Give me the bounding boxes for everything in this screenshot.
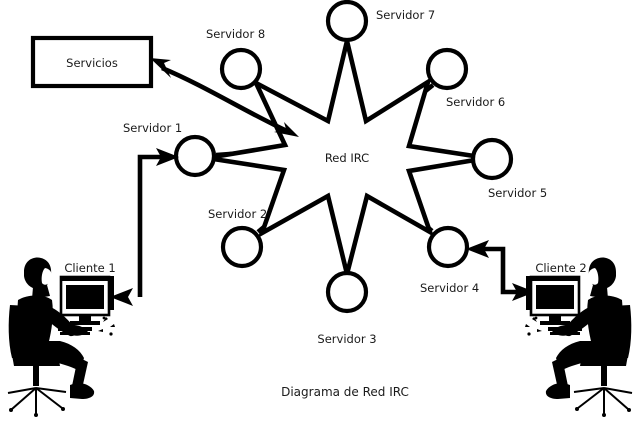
cliente-2-group[interactable] (525, 257, 633, 417)
node-servidor-4[interactable] (426, 225, 470, 269)
node-servidor-5[interactable] (470, 137, 514, 181)
cliente2-link-path (477, 246, 521, 295)
cliente1-link-path (137, 154, 167, 297)
node-servidor-3[interactable] (325, 270, 369, 314)
cliente2-arrowhead (512, 283, 535, 301)
label-servidor-5: Servidor 5 (488, 186, 547, 200)
cliente-1-person (8, 257, 95, 399)
node-servidor-6[interactable] (425, 47, 469, 91)
node-servidor-2[interactable] (220, 225, 264, 269)
red-irc-label: Red IRC (325, 151, 369, 165)
cliente1-servidor1-link (110, 148, 179, 306)
cliente-2-chair-base (573, 387, 633, 414)
servidor4-cliente2-link (466, 240, 535, 301)
label-cliente-1: Cliente 1 (64, 261, 115, 275)
network-arrowhead (274, 122, 299, 137)
label-servidor-7: Servidor 7 (376, 8, 435, 22)
servicios-link-curve (161, 65, 288, 134)
servicios-network-link (150, 58, 299, 137)
node-servidor-8[interactable] (219, 47, 263, 91)
cliente-1-group[interactable]: Cliente 1 (7, 257, 116, 417)
diagram-title: Diagrama de Red IRC (281, 385, 409, 399)
cliente-2-person (545, 257, 632, 399)
cliente-1-chair-base (7, 387, 67, 414)
servicios-box[interactable] (30, 35, 154, 89)
cliente-2-monitor (526, 275, 581, 325)
servicios-arrowhead (150, 58, 171, 78)
label-servidor-6: Servidor 6 (446, 95, 505, 109)
cliente-2-chair-casters (575, 407, 631, 417)
label-servidor-3: Servidor 3 (317, 332, 376, 346)
cliente-1-chair-casters (9, 407, 65, 417)
servidor4-arrowhead (466, 240, 489, 258)
servicios-label: Servicios (66, 56, 118, 70)
label-servidor-2: Servidor 2 (208, 207, 267, 221)
label-servidor-1: Servidor 1 (123, 121, 182, 135)
node-servidor-1[interactable] (173, 134, 217, 178)
label-cliente-2: Cliente 2 (535, 261, 586, 275)
servidor1-arrowhead (156, 148, 179, 166)
node-servidor-7[interactable] (325, 0, 369, 43)
label-servidor-4: Servidor 4 (420, 281, 479, 295)
cliente-1-monitor (59, 275, 114, 325)
label-servidor-8: Servidor 8 (206, 27, 265, 41)
cliente1-arrowhead (110, 288, 133, 306)
